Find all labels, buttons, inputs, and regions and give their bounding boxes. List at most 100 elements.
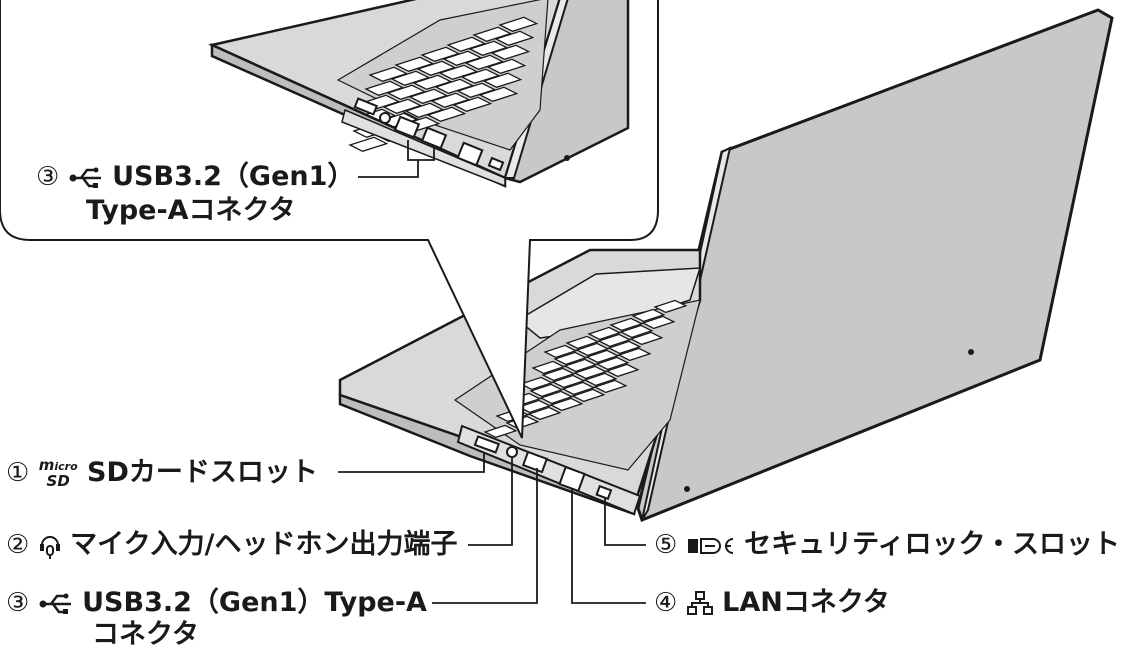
- laptop-lid: [636, 8, 1114, 522]
- keyboard-key: [430, 92, 471, 108]
- keyboard-key: [583, 372, 618, 387]
- keyboard-key: [607, 340, 642, 355]
- keyboard-key: [386, 84, 427, 100]
- port-usb: [521, 450, 549, 474]
- callout-usb-text: USB3.2（Gen1）: [112, 161, 355, 192]
- keyboard-key: [486, 58, 527, 74]
- keyboard-key: [519, 376, 554, 391]
- label-audio-text: マイク入力/ヘッドホン出力端子: [70, 529, 458, 560]
- keyboard-key: [446, 36, 487, 52]
- keyboard-key: [551, 374, 586, 389]
- keyboard-key: [575, 342, 610, 357]
- keyboard-key: [438, 64, 479, 80]
- keyboard-key: [595, 356, 630, 371]
- keyboard-key: [452, 96, 493, 112]
- keyboard-key: [585, 349, 620, 364]
- keyboard-key: [553, 351, 588, 366]
- keyboard-key: [442, 50, 483, 66]
- keyboard-key: [498, 16, 539, 32]
- lan-icon: [686, 590, 713, 615]
- keyboard-key: [426, 106, 467, 122]
- callout-usb-label: ③ USB3.2（Gen1）: [36, 160, 354, 194]
- keyboard-key: [364, 80, 405, 96]
- port-audio: [506, 446, 518, 458]
- keyboard-key: [472, 26, 513, 42]
- port-lock: [595, 484, 613, 501]
- leader-lines: [338, 140, 646, 604]
- keyboard-key: [605, 363, 640, 378]
- label-lock-number: ⑤: [654, 530, 678, 560]
- keyboard-key: [390, 70, 431, 86]
- keyboard-key: [494, 30, 535, 46]
- label-usb-text: USB3.2（Gen1）Type-A: [82, 587, 427, 618]
- port-lan: [558, 465, 586, 493]
- keyboard-key: [434, 78, 475, 94]
- usb-icon: [69, 167, 101, 188]
- keyboard-key: [412, 74, 453, 90]
- label-usb-text-2: コネクタ: [92, 619, 199, 650]
- keyboard-key: [416, 60, 457, 76]
- zoom-port-usb-2: [420, 126, 448, 150]
- keyboard-key: [483, 424, 518, 439]
- keyboard-key: [408, 88, 449, 104]
- label-lock: ⑤ セキュリティロック・スロット: [654, 528, 1120, 562]
- zoomed-laptop: [208, 0, 630, 188]
- keyboard-key: [490, 44, 531, 60]
- keyboard-key: [368, 66, 409, 82]
- keyboard-key: [563, 358, 598, 373]
- port-microsd: [473, 435, 500, 454]
- callout-usb-text-2: Type-Aコネクタ: [86, 195, 296, 226]
- keyboard-key: [529, 383, 564, 398]
- keyboard-key: [653, 299, 688, 314]
- keyboard-key: [394, 56, 435, 72]
- keyboard-key: [571, 388, 606, 403]
- security-lock-icon: [687, 537, 733, 554]
- keyboard-key: [478, 86, 519, 102]
- keyboard-key: [482, 72, 523, 88]
- callout-usb-number: ③: [36, 162, 60, 192]
- keyboard-key: [348, 136, 389, 152]
- keyboard-key: [543, 344, 578, 359]
- keyboard-key: [541, 367, 576, 382]
- keyboard-key: [404, 102, 445, 118]
- keyboard-key: [468, 40, 509, 56]
- label-lan: ④ LANコネクタ: [654, 586, 890, 620]
- keyboard-key: [549, 397, 584, 412]
- keyboard-key: [456, 82, 497, 98]
- keyboard-key: [573, 365, 608, 380]
- keyboard-key: [460, 68, 501, 84]
- label-microsd-text: SDカードスロット: [87, 457, 318, 488]
- keyboard-key: [641, 315, 676, 330]
- keyboard-key: [565, 335, 600, 350]
- label-audio: ② マイク入力/ヘッドホン出力端子: [6, 528, 457, 562]
- keyboard-key: [531, 360, 566, 375]
- label-lock-text: セキュリティロック・スロット: [744, 529, 1120, 560]
- headset-mic-icon: [39, 535, 60, 559]
- label-usb: ③ USB3.2（Gen1）Type-A: [6, 586, 427, 620]
- keyboard-key: [609, 317, 644, 332]
- keyboard-key: [539, 390, 574, 405]
- keyboard-key: [527, 406, 562, 421]
- label-audio-number: ②: [6, 530, 30, 560]
- keyboard-key: [464, 54, 505, 70]
- keyboard-key: [420, 46, 461, 62]
- keyboard-key: [619, 324, 654, 339]
- keyboard-key: [382, 98, 423, 114]
- label-lan-number: ④: [654, 588, 678, 618]
- label-usb-number: ③: [6, 588, 30, 618]
- keyboard-key: [587, 326, 622, 341]
- keyboard-key: [617, 347, 652, 362]
- zoom-port-usb-1: [393, 115, 421, 139]
- label-microsd-number: ①: [6, 458, 30, 488]
- label-lan-text: LANコネクタ: [722, 587, 890, 618]
- keyboard-key: [517, 399, 552, 414]
- keyboard-key: [561, 381, 596, 396]
- keyboard-key: [597, 333, 632, 348]
- keyboard-key: [593, 379, 628, 394]
- keyboard-key: [629, 331, 664, 346]
- keyboard-key: [631, 308, 666, 323]
